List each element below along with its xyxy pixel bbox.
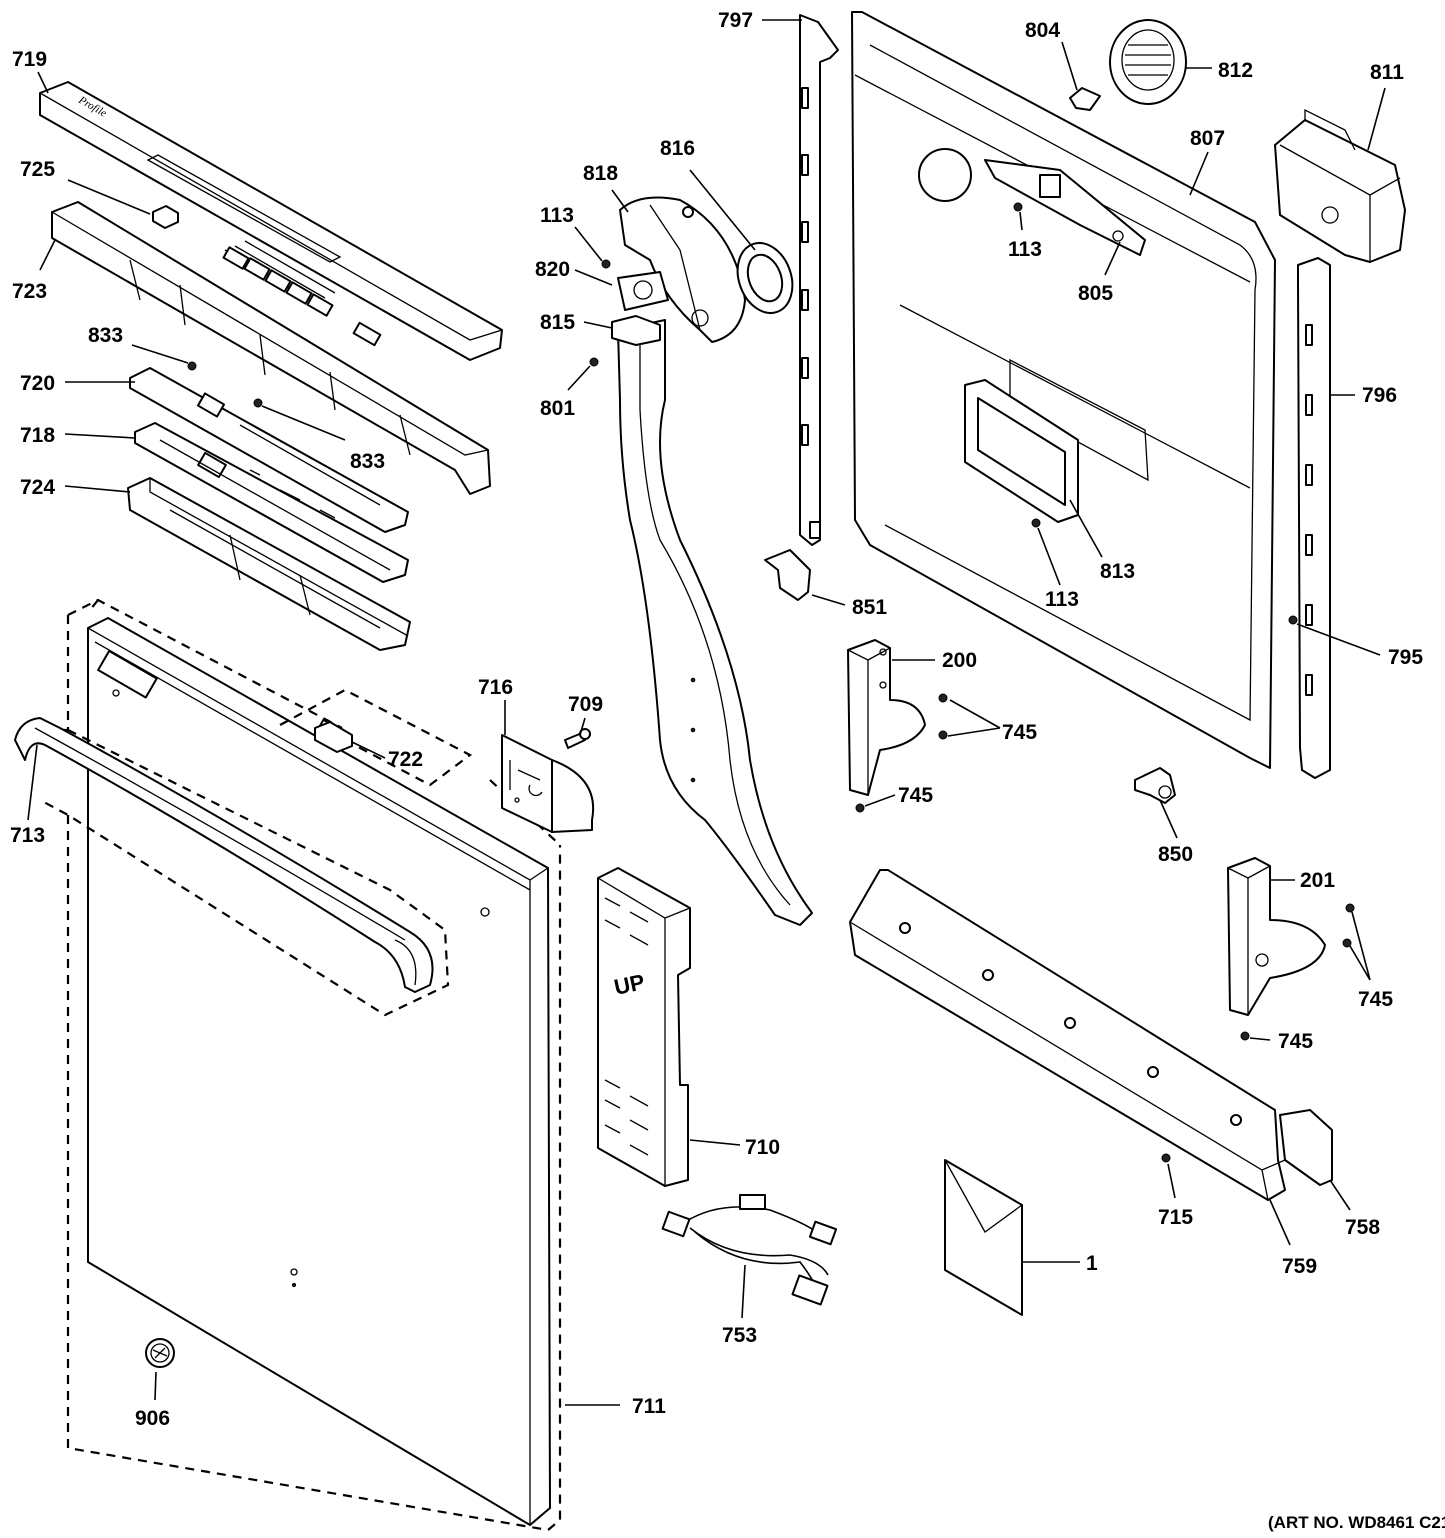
callout-804: 804 [1025, 19, 1060, 42]
callout-201: 201 [1300, 869, 1335, 892]
control-board [134, 422, 409, 583]
leader-lines [27, 19, 1386, 1406]
callout-758: 758 [1345, 1216, 1380, 1239]
lower-left-bracket [764, 549, 811, 601]
callout-724: 724 [20, 476, 55, 499]
callout-200: 200 [942, 649, 977, 672]
callout-722: 722 [388, 748, 423, 771]
right-door-hinge [1227, 857, 1326, 1016]
callout-818: 818 [583, 162, 618, 185]
callout-833-upper: 833 [88, 324, 123, 347]
duct-inlet [611, 315, 661, 346]
screw-715 [1161, 1153, 1171, 1163]
callout-113-door-top: 113 [1008, 238, 1042, 261]
callout-812: 812 [1218, 59, 1253, 82]
callout-719: 719 [12, 48, 47, 71]
fan-motor [617, 271, 669, 311]
toe-kick-trim [849, 869, 1286, 1201]
left-side-trim-rail [799, 14, 839, 546]
callout-710: 710 [745, 1136, 780, 1159]
toe-kick-insulation [1279, 1109, 1333, 1186]
screw-745-b [938, 730, 948, 740]
callout-745-left-pair: 745 [1002, 721, 1037, 744]
callout-713: 713 [10, 824, 45, 847]
callout-711: 711 [632, 1395, 666, 1418]
callout-715: 715 [1158, 1206, 1193, 1229]
left-door-hinge [847, 639, 926, 796]
screw-113-door-mid [1031, 518, 1041, 528]
callout-725: 725 [20, 158, 55, 181]
callout-1: 1 [1086, 1252, 1098, 1275]
latch-bracket [501, 734, 595, 833]
brand-badge [145, 1338, 175, 1368]
callout-833-lower: 833 [350, 450, 385, 473]
callout-718: 718 [20, 424, 55, 447]
status-indicator-lens [152, 205, 179, 229]
callout-716: 716 [478, 676, 513, 699]
screw-745-a [938, 693, 948, 703]
callout-709: 709 [568, 693, 603, 716]
gasket-ring [736, 242, 794, 314]
callout-745-left-single: 745 [898, 784, 933, 807]
user-interface-board [129, 367, 409, 533]
screw-745-e [1342, 938, 1352, 948]
door-harness-strip [984, 159, 1146, 256]
callout-805: 805 [1078, 282, 1113, 305]
callout-851: 851 [852, 596, 887, 619]
board-enclosure [127, 477, 411, 651]
callout-820: 820 [535, 258, 570, 281]
callout-723: 723 [12, 280, 47, 303]
callout-labels: 719 725 723 833 720 718 724 833 113 820 … [10, 9, 1423, 1430]
callout-745-right-pair: 745 [1358, 988, 1393, 1011]
callout-816: 816 [660, 137, 695, 160]
vent-duct [617, 319, 813, 926]
lower-right-bracket [1134, 767, 1176, 804]
screw-833-upper [187, 361, 197, 371]
callout-813: 813 [1100, 560, 1135, 583]
screw-745-f [1240, 1031, 1250, 1041]
callout-850: 850 [1158, 843, 1193, 866]
callout-815: 815 [540, 311, 575, 334]
wire-harness [661, 1194, 838, 1306]
art-number: (ART NO. WD8461 C21) [1268, 1513, 1445, 1532]
callout-811: 811 [1370, 61, 1404, 84]
screw-833-lower [253, 398, 263, 408]
callout-906: 906 [135, 1407, 170, 1430]
screw-745-d [1345, 903, 1355, 913]
right-side-trim-rail [1297, 257, 1331, 779]
button-housing-frame [51, 201, 491, 495]
callout-113-door-mid: 113 [1045, 588, 1079, 611]
callout-720: 720 [20, 372, 55, 395]
literature-envelope [944, 1159, 1023, 1316]
bracket-screw [564, 728, 591, 749]
callout-795: 795 [1388, 646, 1423, 669]
screw-801 [589, 357, 599, 367]
door-latch-insert [314, 721, 353, 753]
callout-759: 759 [1282, 1255, 1317, 1278]
screw-745-c [855, 803, 865, 813]
vent-cap [1109, 19, 1187, 105]
callout-113-fan: 113 [540, 204, 574, 227]
outer-door-panel [87, 617, 551, 1526]
inner-door-panel [851, 11, 1276, 769]
callout-796: 796 [1362, 384, 1397, 407]
callout-801: 801 [540, 397, 575, 420]
door-assembly-outline [66, 598, 562, 1532]
callout-753: 753 [722, 1324, 757, 1347]
door-handle [14, 717, 434, 993]
fan-housing [619, 196, 746, 343]
screw-113-fan [601, 259, 611, 269]
callout-807: 807 [1190, 127, 1225, 150]
panel-insert-outline [279, 688, 473, 787]
spacer-up-marking: UP [612, 969, 647, 1000]
callout-745-right-single: 745 [1278, 1030, 1313, 1053]
dispenser-actuator-module [1274, 108, 1406, 263]
door-spacer-block: UP [597, 867, 691, 1187]
door-clip [1069, 87, 1101, 111]
screw-795 [1288, 615, 1298, 625]
callout-797: 797 [718, 9, 753, 32]
screw-113-door-top [1013, 202, 1023, 212]
